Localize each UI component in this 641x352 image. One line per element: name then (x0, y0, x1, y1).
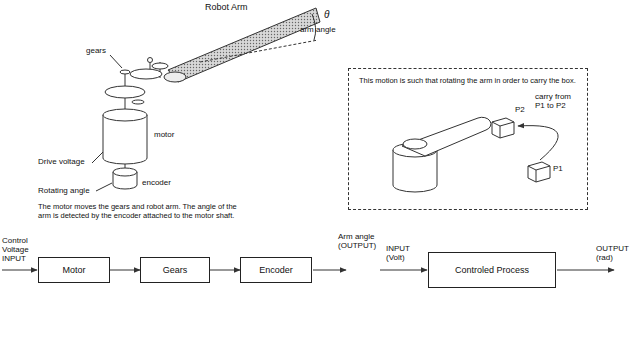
carry-arrow (518, 126, 558, 160)
part-label: motor (154, 130, 188, 139)
part-label: Robot Arm (205, 2, 265, 12)
point-label: P2 (515, 105, 531, 114)
motor-cylinder (92, 109, 147, 170)
node-text: Gears (163, 265, 188, 276)
node-text: Controled Process (455, 265, 529, 276)
process-box: Controled Process (428, 252, 556, 288)
note-text: The motor moves the gears and robot arm.… (38, 203, 248, 220)
inset-frame: This motion is such that rotating the ar… (348, 68, 588, 210)
angle-symbol: θ (324, 9, 336, 21)
part-label: gears (86, 46, 116, 55)
flow-arrow (210, 270, 240, 271)
process-box: Gears (140, 257, 210, 283)
signal-label: Drive voltage (38, 157, 98, 166)
point-label: P1 (553, 164, 569, 173)
node-text: This motion is such that rotating the ar… (359, 76, 577, 85)
inset-robot (393, 117, 491, 192)
motion-label: carry from P1 to P2 (535, 92, 581, 110)
signal-label: Arm angle (OUTPUT) (338, 232, 384, 250)
process-box: Encoder (240, 257, 312, 283)
flow-arrow (110, 270, 140, 271)
carried-box (492, 118, 550, 182)
process-box: Motor (38, 257, 110, 283)
signal-label: OUTPUT (rad) (596, 244, 638, 262)
encoder-cylinder (96, 168, 137, 191)
node-text: Encoder (259, 265, 293, 276)
signal-label: Rotating angle (38, 186, 100, 195)
angle-label: arm angle (300, 25, 348, 34)
part-label: encoder (142, 178, 186, 187)
node-text: Motor (62, 265, 85, 276)
signal-label: Control Voltage INPUT (2, 236, 38, 264)
gear-train (105, 55, 168, 112)
robot-arm (164, 8, 320, 82)
signal-label: INPUT (Volt) (386, 244, 418, 262)
